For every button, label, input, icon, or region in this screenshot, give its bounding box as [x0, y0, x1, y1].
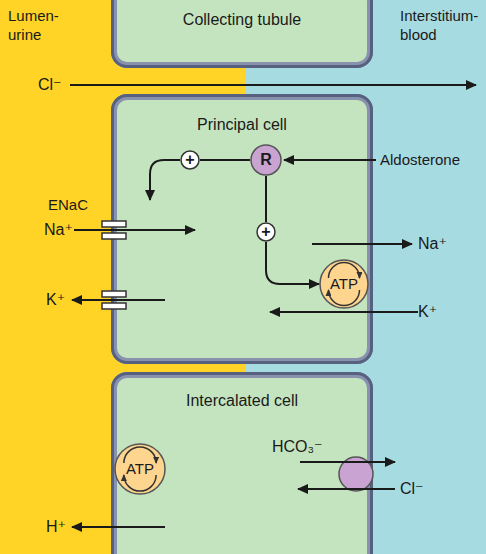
- ion-label: H⁺: [46, 518, 66, 536]
- enac-channel: [102, 233, 126, 239]
- molecule-label: Aldosterone: [380, 151, 460, 169]
- cell-title: Principal cell: [142, 115, 342, 134]
- molecule-label: ENaC: [48, 196, 88, 214]
- cell-title: Intercalated cell: [142, 391, 342, 410]
- ion-label: Na⁺: [418, 235, 447, 253]
- circle-shape: [115, 444, 165, 494]
- proton-arrow: [72, 526, 165, 528]
- atp-pump: ATP: [319, 259, 369, 309]
- node-label: +: [261, 224, 270, 240]
- stimulus-circle: +: [180, 150, 200, 170]
- ion-label: Cl⁻: [38, 76, 62, 94]
- ion-label: Na⁺: [44, 221, 73, 239]
- cell-box: Intercalated cellATP: [111, 372, 373, 554]
- connector: [200, 159, 250, 161]
- exchanger-symbol: [339, 457, 373, 491]
- chloride-arrow: [70, 84, 476, 86]
- connector: [266, 242, 319, 284]
- node-label: ATP: [330, 276, 358, 292]
- sodium-arrow: [74, 229, 195, 231]
- atp-pump: ATP: [114, 443, 166, 495]
- circle-shape: [320, 260, 368, 308]
- region-label: Lumen- urine: [8, 6, 72, 44]
- sodium-arrow: [312, 243, 412, 245]
- potassium-arrow: [270, 311, 418, 313]
- ion-label: HCO₃⁻: [272, 438, 323, 456]
- cell-box: Principal cell + R + ATP: [111, 94, 373, 364]
- receptor-circle: R: [250, 144, 282, 176]
- bicarbonate-arrow: [300, 461, 395, 463]
- ion-label: K⁺: [46, 291, 65, 309]
- cell-title: Collecting tubule: [182, 10, 302, 29]
- enac-channel: [102, 221, 126, 227]
- node-label: R: [260, 152, 272, 168]
- node-label: ATP: [126, 461, 154, 477]
- circle-shape: [251, 145, 281, 175]
- node-label: +: [185, 152, 194, 168]
- k-channel: [102, 291, 126, 297]
- connector: [265, 176, 267, 222]
- ion-label: Cl⁻: [400, 480, 424, 498]
- k-channel: [102, 303, 126, 309]
- circle-shape: [181, 151, 199, 169]
- pump-cycle-arrow: [329, 290, 360, 305]
- potassium-arrow: [72, 299, 165, 301]
- aldosterone-arrow: [284, 159, 376, 161]
- chloride-arrow: [298, 488, 395, 490]
- pump-cycle-arrow: [124, 475, 156, 491]
- circle-shape: [257, 223, 275, 241]
- region-label: Interstitium- blood: [400, 6, 485, 44]
- stimulation-arrow: [150, 160, 180, 200]
- cell-box: Collecting tubule: [111, 0, 373, 68]
- stimulus-circle: +: [256, 222, 276, 242]
- ion-label: K⁺: [418, 303, 437, 321]
